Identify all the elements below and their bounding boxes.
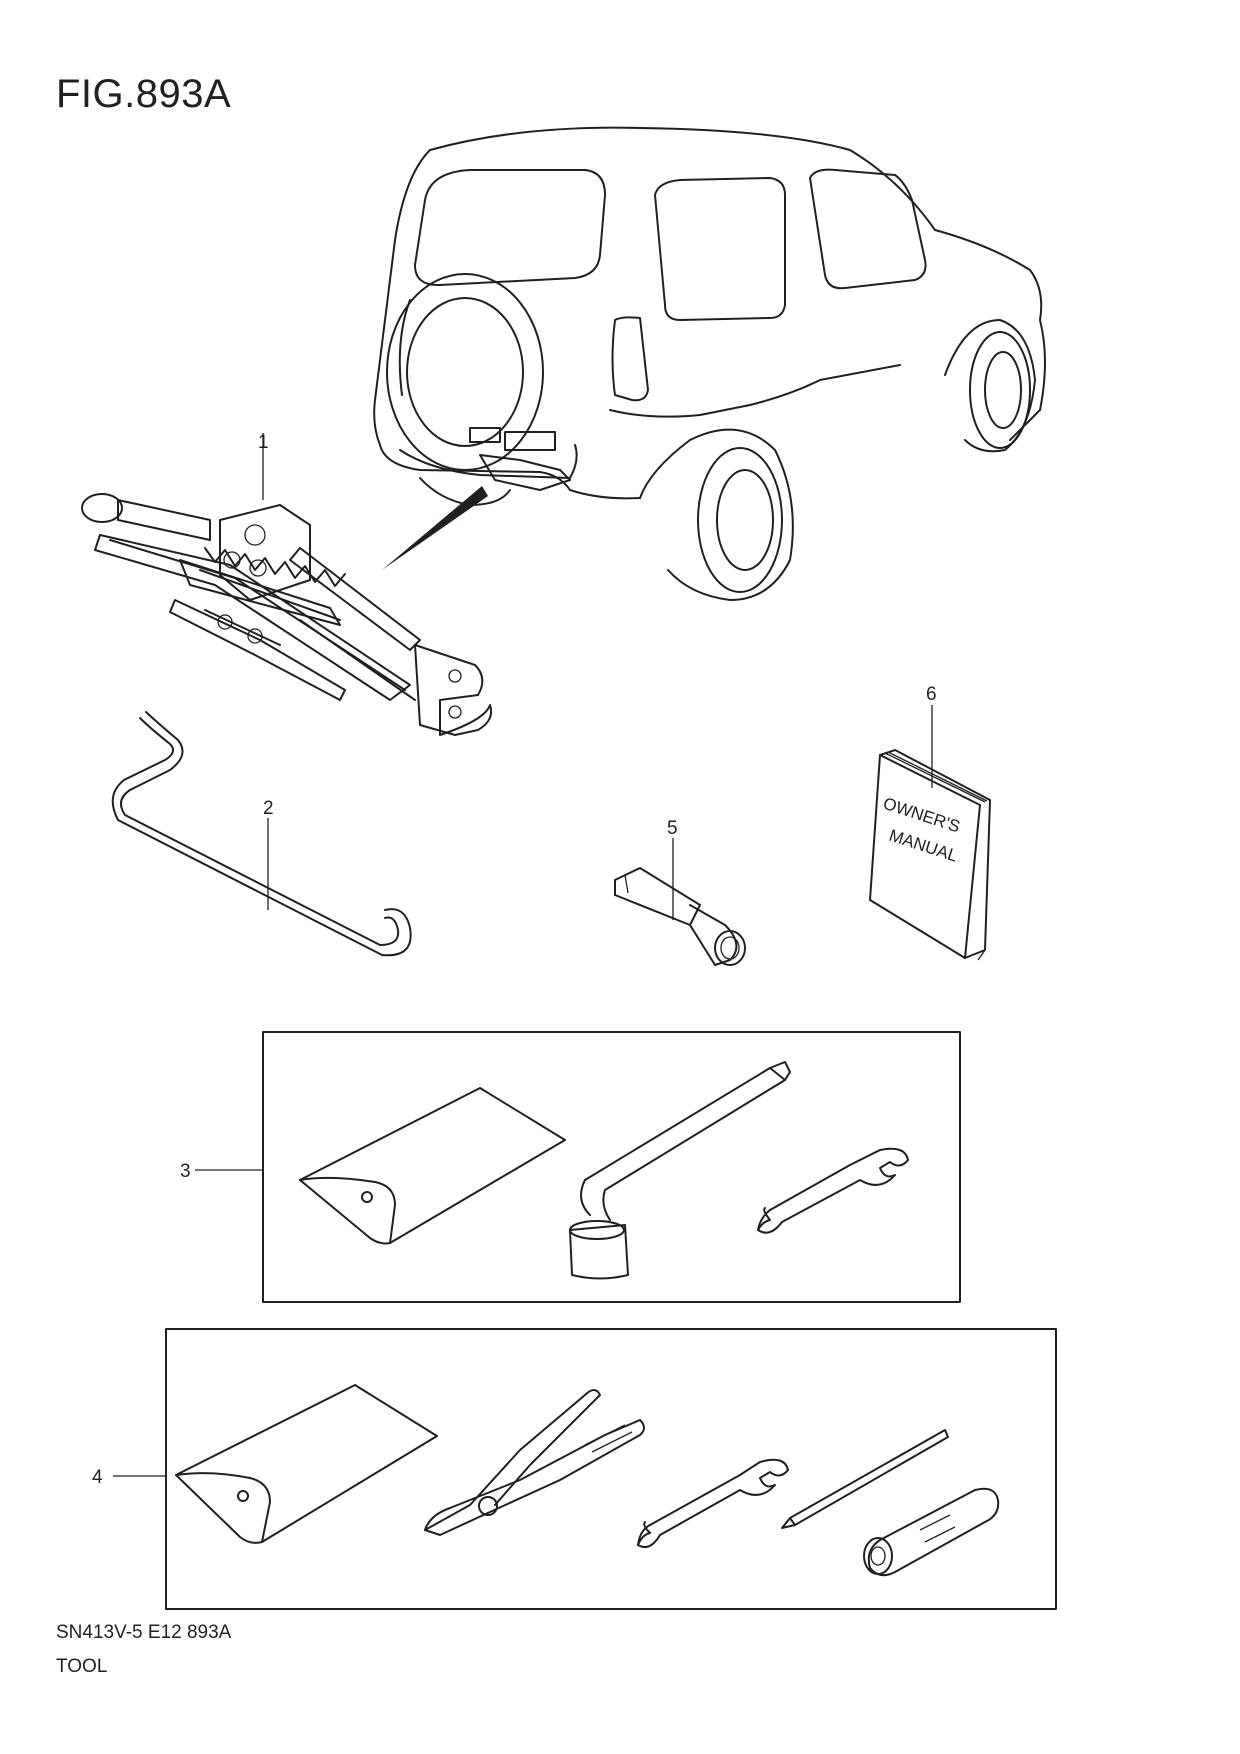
tool-set-1 — [195, 1031, 961, 1303]
callout-6: 6 — [926, 684, 937, 705]
scissor-jack — [81, 433, 493, 736]
callout-5: 5 — [667, 818, 678, 839]
figure-title: FIG.893A — [56, 72, 232, 116]
owners-manual: OWNER'S MANUAL — [869, 705, 991, 961]
jack-handle — [111, 711, 412, 957]
callout-2: 2 — [263, 798, 274, 819]
tool-set-1-frame — [262, 1031, 961, 1303]
callout-3: 3 — [180, 1161, 191, 1182]
callout-1: 1 — [258, 432, 269, 453]
callout-4: 4 — [92, 1467, 103, 1488]
drawing-name: TOOL — [56, 1656, 108, 1677]
vehicle-illustration — [373, 126, 1046, 601]
drawing-code: SN413V-5 E12 893A — [56, 1622, 232, 1643]
tool-set-2 — [113, 1328, 1057, 1610]
socket-adapter — [614, 838, 746, 966]
tool-set-2-frame — [165, 1328, 1057, 1610]
